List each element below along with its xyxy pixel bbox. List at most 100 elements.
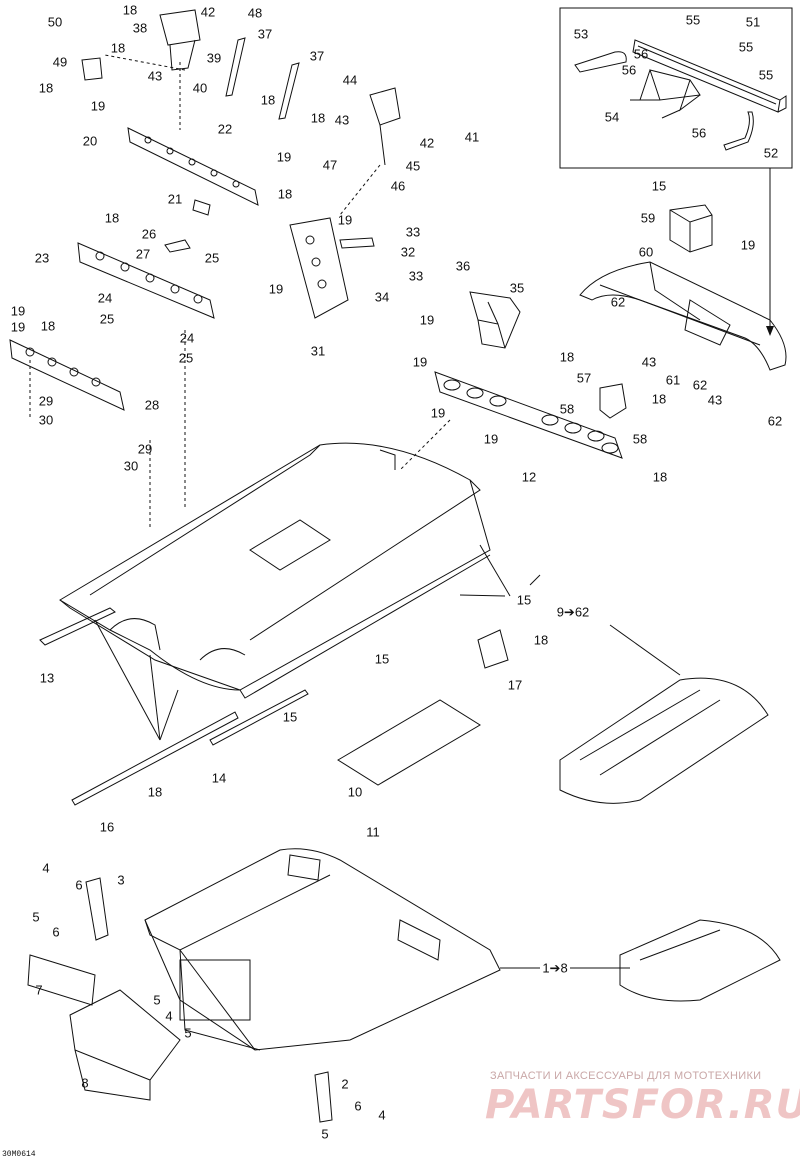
running-board-13 bbox=[39, 607, 116, 646]
callout-56: 56 bbox=[691, 125, 707, 141]
callout-16: 16 bbox=[99, 819, 115, 835]
figure-id: 30M0614 bbox=[2, 1150, 36, 1159]
callout-19: 19 bbox=[276, 149, 292, 165]
callout-19: 19 bbox=[268, 281, 284, 297]
callout-54: 54 bbox=[604, 109, 620, 125]
callout-29: 29 bbox=[38, 393, 54, 409]
callout-52: 52 bbox=[763, 145, 779, 161]
callout-4: 4 bbox=[165, 1008, 173, 1024]
callout-56: 56 bbox=[633, 46, 649, 62]
callout-5: 5 bbox=[32, 909, 40, 925]
callout-2: 2 bbox=[341, 1076, 349, 1092]
callout-15: 15 bbox=[282, 709, 298, 725]
callout-19: 19 bbox=[412, 354, 428, 370]
tunnel-frame bbox=[59, 442, 491, 699]
callout-18: 18 bbox=[533, 632, 549, 648]
cross-member-23 bbox=[77, 242, 215, 319]
rear-bumper-assembly bbox=[579, 261, 787, 371]
callout-47: 47 bbox=[322, 157, 338, 173]
callout-53: 53 bbox=[573, 26, 589, 42]
callout-19: 19 bbox=[10, 303, 26, 319]
callout-13: 13 bbox=[39, 670, 55, 686]
callout-39: 39 bbox=[206, 50, 222, 66]
cross-member-12 bbox=[434, 371, 623, 459]
callout-58: 58 bbox=[559, 401, 575, 417]
callout-28: 28 bbox=[144, 397, 160, 413]
callout-37: 37 bbox=[257, 26, 273, 42]
callout-44: 44 bbox=[342, 72, 358, 88]
cross-member-20 bbox=[127, 127, 259, 206]
callout-62: 62 bbox=[767, 413, 783, 429]
callout-15: 15 bbox=[516, 592, 532, 608]
callout-38: 38 bbox=[132, 20, 148, 36]
callout-6: 6 bbox=[52, 924, 60, 940]
callout-19: 19 bbox=[483, 431, 499, 447]
callout-34: 34 bbox=[374, 289, 390, 305]
callout-4: 4 bbox=[378, 1107, 386, 1123]
bracket-57 bbox=[599, 383, 627, 419]
callout-21: 21 bbox=[167, 191, 183, 207]
callout-41: 41 bbox=[464, 129, 480, 145]
bracket-44 bbox=[369, 87, 401, 166]
bracket-49 bbox=[81, 57, 103, 81]
callout-59: 59 bbox=[640, 210, 656, 226]
callout-18: 18 bbox=[651, 391, 667, 407]
bracket-35 bbox=[469, 291, 521, 349]
column-31 bbox=[289, 217, 349, 319]
bracket-38 bbox=[159, 9, 201, 71]
callout-48: 48 bbox=[247, 5, 263, 21]
support-3 bbox=[85, 877, 109, 941]
callout-36: 36 bbox=[455, 258, 471, 274]
callout-17: 17 bbox=[507, 677, 523, 693]
callout-31: 31 bbox=[310, 343, 326, 359]
callout-50: 50 bbox=[47, 14, 63, 30]
callout-25: 25 bbox=[178, 350, 194, 366]
bracket-17 bbox=[477, 629, 509, 669]
callout-6: 6 bbox=[354, 1098, 362, 1114]
callout-37: 37 bbox=[309, 48, 325, 64]
callout-1-8: 1➔8 bbox=[542, 960, 568, 976]
callout-19: 19 bbox=[90, 98, 106, 114]
running-board-14 bbox=[209, 689, 309, 746]
callout-18: 18 bbox=[277, 186, 293, 202]
callout-22: 22 bbox=[217, 121, 233, 137]
bracket-21 bbox=[192, 199, 211, 216]
support-37a bbox=[225, 37, 246, 97]
callout-29: 29 bbox=[137, 441, 153, 457]
callout-18: 18 bbox=[652, 469, 668, 485]
callout-55: 55 bbox=[758, 67, 774, 83]
callout-23: 23 bbox=[34, 250, 50, 266]
support-37b bbox=[278, 62, 300, 120]
callout-5: 5 bbox=[321, 1126, 329, 1142]
callout-19: 19 bbox=[430, 405, 446, 421]
callout-62: 62 bbox=[692, 377, 708, 393]
callout-18: 18 bbox=[110, 40, 126, 56]
callout-61: 61 bbox=[665, 372, 681, 388]
callout-60: 60 bbox=[638, 244, 654, 260]
pad-7 bbox=[27, 954, 96, 1006]
callout-62: 62 bbox=[610, 294, 626, 310]
watermark-tagline: ЗАПЧАСТИ И АКСЕССУАРЫ ДЛЯ МОТОТЕХНИКИ bbox=[490, 1070, 762, 1082]
callout-32: 32 bbox=[400, 244, 416, 260]
inset-box bbox=[559, 7, 793, 169]
callout-25: 25 bbox=[204, 250, 220, 266]
callout-15: 15 bbox=[651, 178, 667, 194]
running-board-16 bbox=[71, 711, 239, 806]
callout-43: 43 bbox=[641, 354, 657, 370]
callout-26: 26 bbox=[141, 226, 157, 242]
callout-30: 30 bbox=[38, 412, 54, 428]
bracket-54 bbox=[630, 69, 701, 119]
bracket-32 bbox=[339, 237, 375, 249]
callout-19: 19 bbox=[740, 237, 756, 253]
frame-overview-lower bbox=[619, 919, 781, 1002]
callout-19: 19 bbox=[337, 212, 353, 228]
callout-5: 5 bbox=[153, 992, 161, 1008]
callout-5: 5 bbox=[184, 1025, 192, 1041]
callout-19: 19 bbox=[419, 312, 435, 328]
callout-18: 18 bbox=[147, 784, 163, 800]
callout-15: 15 bbox=[374, 651, 390, 667]
bracket-26 bbox=[164, 239, 191, 253]
callout-11: 11 bbox=[366, 824, 380, 840]
